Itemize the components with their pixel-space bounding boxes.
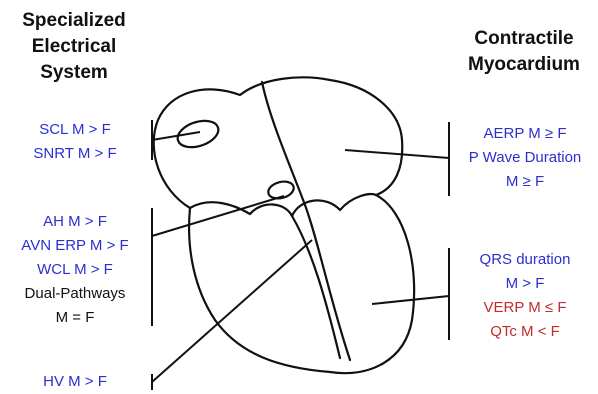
label-wcl: WCL M > F xyxy=(6,258,144,282)
label-verp: VERP M ≤ F xyxy=(452,296,598,320)
heading-line: Electrical xyxy=(4,34,144,60)
label-aerp: AERP M ≥ F xyxy=(452,122,598,146)
label-scl: SCL M > F xyxy=(10,118,140,142)
sa-node xyxy=(174,116,221,152)
atrial-septum xyxy=(262,82,305,205)
leader-ventricles xyxy=(372,296,449,304)
heading-line: Myocardium xyxy=(450,52,598,78)
leader-his xyxy=(152,240,312,382)
label-p-wave: P Wave Duration xyxy=(452,146,598,170)
heart-outline-icon xyxy=(154,77,414,373)
label-snrt: SNRT M > F xyxy=(10,142,140,166)
heading-line: Contractile xyxy=(450,26,598,52)
label-qrs-value: M > F xyxy=(452,272,598,296)
leader-sinus xyxy=(152,132,200,140)
heading-electrical-system: Specialized Electrical System xyxy=(4,8,144,86)
label-avn-erp: AVN ERP M > F xyxy=(6,234,144,258)
label-hv: HV M > F xyxy=(10,370,140,394)
label-ah: AH M > F xyxy=(6,210,144,234)
label-qrs: QRS duration xyxy=(452,248,598,272)
label-dual-pathways: Dual-Pathways xyxy=(6,282,144,306)
label-p-wave-value: M ≥ F xyxy=(452,170,598,194)
heading-line: System xyxy=(4,60,144,86)
label-qtc: QTc M < F xyxy=(452,320,598,344)
ventricular-septum xyxy=(305,205,350,360)
heading-contractile-myocardium: Contractile Myocardium xyxy=(450,26,598,78)
label-dual-pathways-value: M = F xyxy=(6,306,144,330)
leader-atria xyxy=(345,150,449,158)
heading-line: Specialized xyxy=(4,8,144,34)
